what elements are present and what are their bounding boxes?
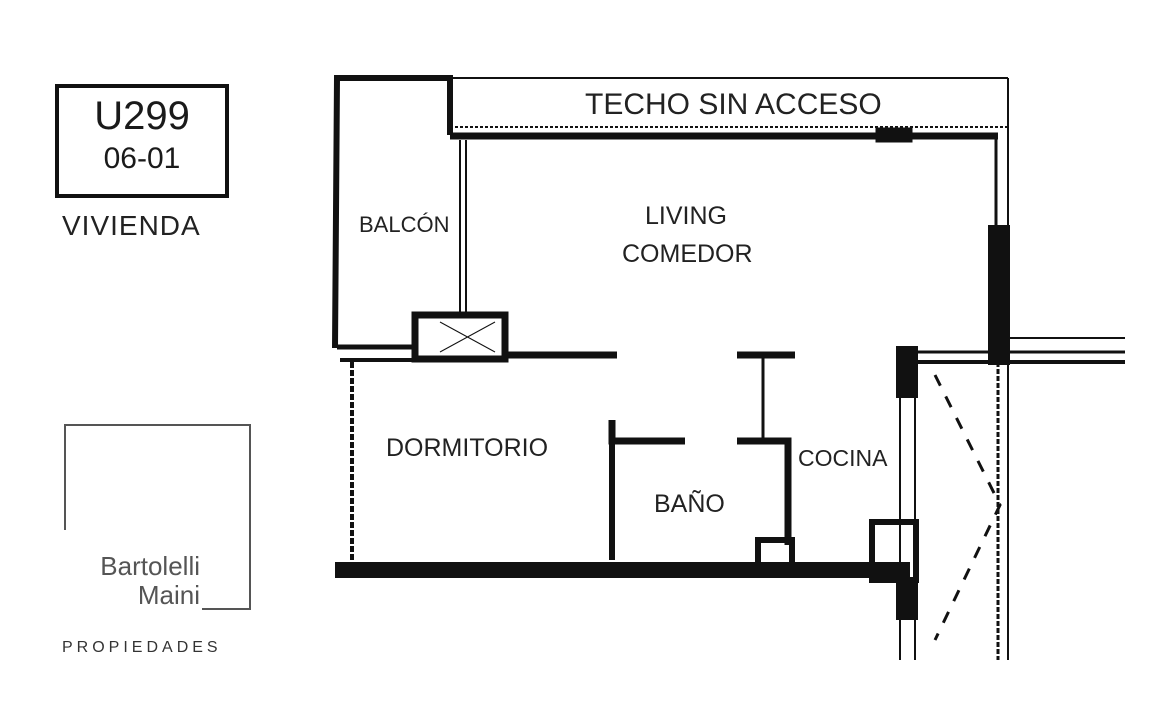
room-label-dining: COMEDOR	[622, 240, 753, 268]
unit-label-box: U299 06-01	[55, 84, 229, 198]
unit-code: U299	[94, 94, 190, 138]
room-label-bedroom: DORMITORIO	[386, 434, 549, 462]
room-label-balcony: BALCÓN	[359, 212, 450, 237]
brand-line2: Maini	[137, 580, 200, 610]
brand-line1: Bartolelli	[100, 551, 200, 581]
unit-floor: 06-01	[103, 142, 181, 175]
room-label-roof: TECHO SIN ACCESO	[585, 88, 882, 121]
balcony-wall	[332, 75, 453, 349]
room-label-living: LIVING	[645, 202, 727, 230]
brand-logo: Bartolelli Maini	[62, 552, 200, 610]
unit-type: VIVIENDA	[62, 210, 201, 241]
room-label-bathroom: BAÑO	[654, 490, 725, 518]
bottom-wall	[335, 562, 910, 578]
room-label-kitchen: COCINA	[798, 445, 888, 471]
brand-subtitle: PROPIEDADES	[62, 639, 222, 656]
